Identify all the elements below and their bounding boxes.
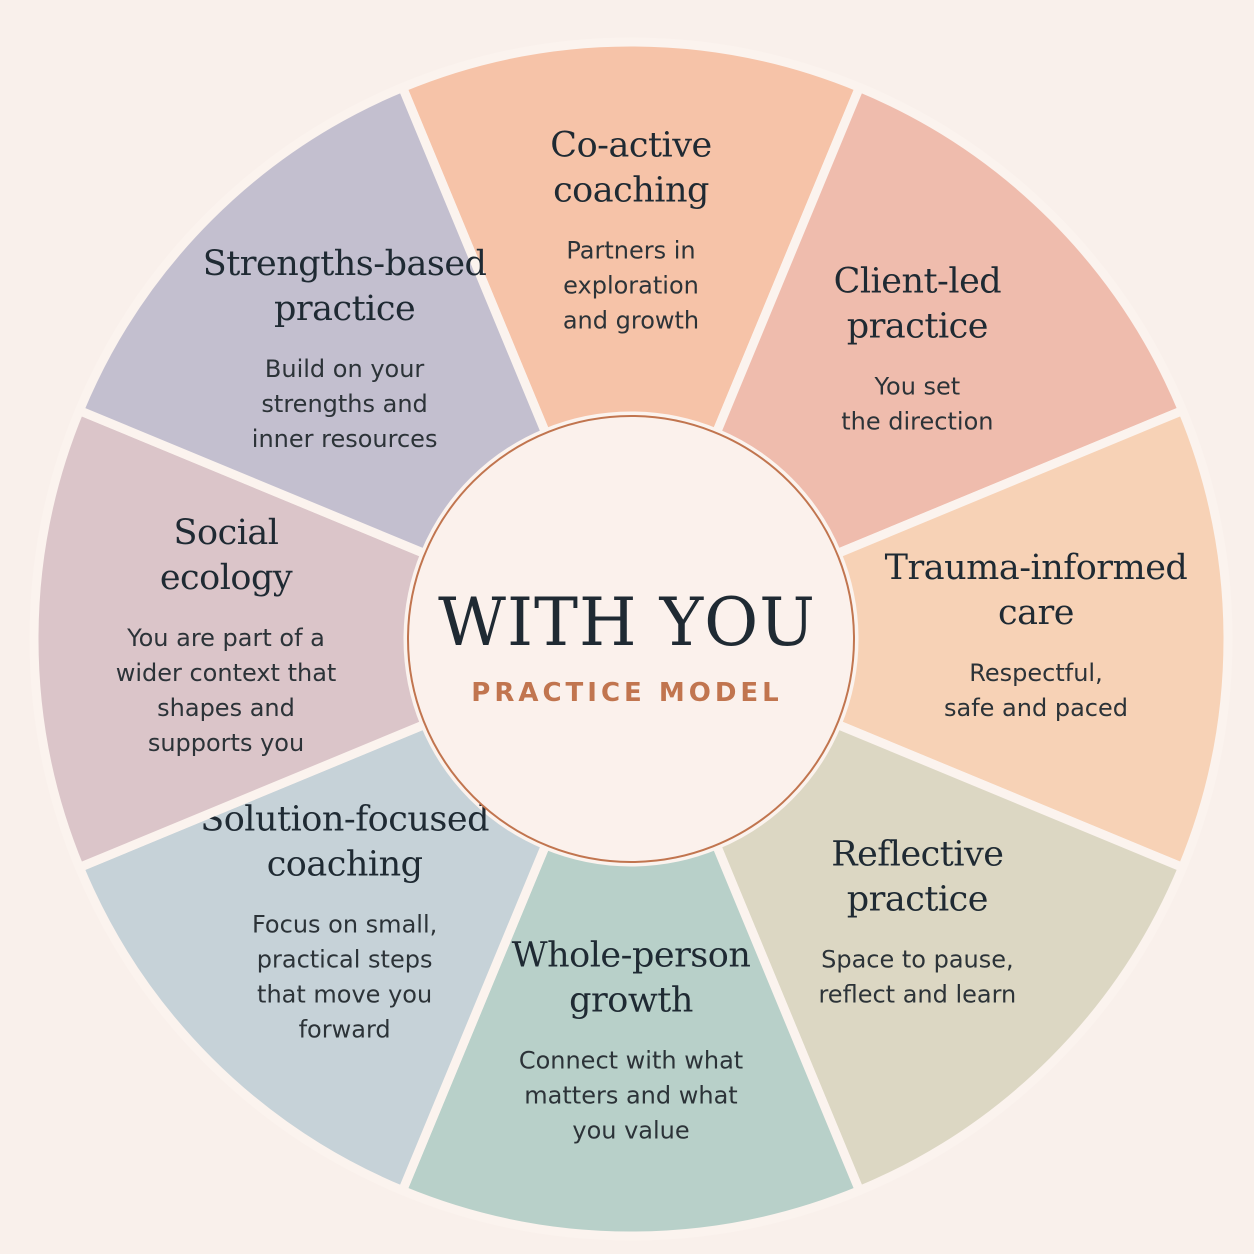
segment-title-trauma-informed-care: care	[998, 593, 1074, 633]
segment-title-client-led-practice: Client-led	[834, 262, 1002, 302]
segment-description-client-led-practice: You set	[874, 373, 961, 401]
segment-title-strengths-based-practice: Strengths-based	[203, 244, 487, 284]
segment-description-trauma-informed-care: safe and paced	[944, 694, 1128, 722]
segment-description-co-active-coaching: exploration	[563, 272, 699, 300]
center-hub: WITH YOU PRACTICE MODEL	[407, 415, 855, 863]
segment-description-social-ecology: wider context that	[116, 659, 337, 687]
segment-description-co-active-coaching: Partners in	[566, 237, 695, 265]
segment-title-solution-focused-coaching: coaching	[267, 844, 423, 884]
segment-description-whole-person-growth: Connect with what	[519, 1047, 743, 1075]
segment-description-strengths-based-practice: Build on your	[265, 355, 424, 383]
segment-title-social-ecology: ecology	[160, 558, 293, 598]
segment-description-client-led-practice: the direction	[841, 408, 993, 436]
segment-description-whole-person-growth: matters and what	[524, 1082, 737, 1110]
segment-title-whole-person-growth: growth	[569, 981, 693, 1021]
segment-description-solution-focused-coaching: practical steps	[257, 945, 433, 973]
segment-title-strengths-based-practice: practice	[274, 289, 415, 329]
segment-title-co-active-coaching: Co-active	[550, 126, 711, 166]
segment-description-solution-focused-coaching: that move you	[257, 980, 432, 1008]
segment-description-co-active-coaching: and growth	[563, 307, 699, 335]
center-title: WITH YOU	[438, 584, 816, 661]
segment-title-client-led-practice: practice	[847, 307, 988, 347]
segment-description-reflective-practice: reflect and learn	[818, 980, 1016, 1008]
segment-description-trauma-informed-care: Respectful,	[969, 659, 1102, 687]
segment-description-solution-focused-coaching: forward	[299, 1015, 391, 1043]
segment-description-social-ecology: You are part of a	[126, 624, 325, 652]
segment-title-co-active-coaching: coaching	[553, 171, 709, 211]
segment-description-solution-focused-coaching: Focus on small,	[252, 910, 437, 938]
segment-title-social-ecology: Social	[174, 513, 279, 553]
segment-title-whole-person-growth: Whole-person	[512, 936, 751, 976]
segment-title-trauma-informed-care: Trauma-informed	[885, 548, 1188, 588]
segment-description-social-ecology: supports you	[148, 729, 304, 757]
segment-title-reflective-practice: practice	[847, 879, 988, 919]
segment-title-solution-focused-coaching: Solution-focused	[200, 799, 489, 839]
segment-description-social-ecology: shapes and	[157, 694, 295, 722]
segment-description-reflective-practice: Space to pause,	[821, 945, 1014, 973]
segment-title-reflective-practice: Reflective	[831, 834, 1003, 874]
segment-description-strengths-based-practice: inner resources	[252, 425, 438, 453]
segment-description-whole-person-growth: you value	[572, 1117, 689, 1145]
segment-description-strengths-based-practice: strengths and	[261, 390, 427, 418]
center-circle	[407, 415, 855, 863]
center-subtitle: PRACTICE MODEL	[471, 678, 782, 708]
